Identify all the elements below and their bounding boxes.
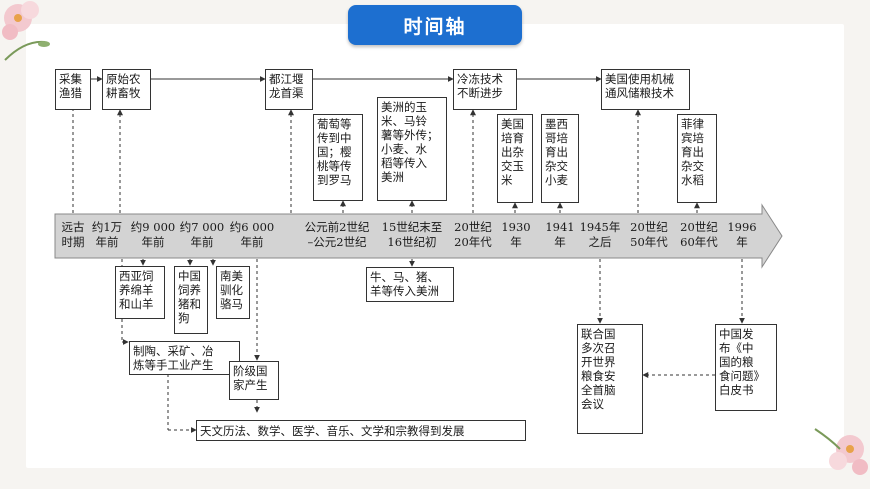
box-american-crops: 美洲的玉 米、马铃 薯等外传； 小麦、水 稻等传入 美洲 (377, 97, 447, 201)
box-south-america-llama: 南美 驯化 骆马 (216, 266, 250, 319)
box-mexico-wheat: 墨西 哥培 育出 杂交 小麦 (541, 114, 579, 203)
box-un-summits: 联合国 多次召 开世界 粮食安 全首脑 会议 (577, 324, 643, 434)
box-livestock-to-americas: 牛、马、猪、 羊等传入美洲 (366, 267, 454, 302)
axis-label-9000-years: 约9 000 年前 (130, 220, 176, 249)
axis-label-6000-years: 约6 000 年前 (229, 220, 275, 249)
box-philippines-rice: 菲律 宾培 育出 杂交 水稻 (677, 114, 717, 203)
box-dujiangyan: 都江堰 龙首渠 (265, 69, 313, 110)
axis-label-1996: 1996 年 (727, 220, 757, 249)
axis-label-1920s: 20世纪 20年代 (454, 220, 492, 249)
box-china-white-paper: 中国发 布《中 国的粮 食问题》 白皮书 (715, 324, 777, 411)
box-freezing-tech: 冷冻技术 不断进步 (453, 69, 517, 110)
box-west-asia-sheep: 西亚饲 养绵羊 和山羊 (115, 266, 165, 319)
box-primitive-farming: 原始农 耕畜牧 (102, 69, 151, 110)
axis-label-2nd-century: 公元前2世纪 –公元2世纪 (304, 220, 370, 249)
axis-label-10000-years: 约1万 年前 (91, 220, 123, 249)
axis-label-after-1945: 1945年 之后 (579, 220, 621, 249)
box-culture-development: 天文历法、数学、医学、音乐、文学和宗教得到发展 (196, 420, 526, 441)
flower-decoration-top-left (2, 1, 50, 61)
box-class-state: 阶级国 家产生 (229, 361, 279, 400)
flower-decoration-bottom-right (814, 428, 868, 475)
box-handicraft: 制陶、采矿、冶 炼等手工业产生 (129, 341, 240, 375)
axis-label-1950s: 20世纪 50年代 (630, 220, 668, 249)
box-china-pigs-dogs: 中国 饲养 猪和 狗 (174, 266, 208, 334)
axis-label-1960s: 20世纪 60年代 (680, 220, 718, 249)
box-grapes-cherries: 葡萄等 传到中 国；樱 桃等传 到罗马 (313, 114, 363, 201)
timeline-axis-arrow (54, 203, 783, 269)
box-us-hybrid-corn: 美国 培育 出杂 交玉 米 (497, 114, 533, 203)
axis-label-1930: 1930 年 (501, 220, 531, 249)
axis-label-15th-century: 15世纪末至 16世纪初 (381, 220, 443, 249)
axis-label-remote-antiquity: 远古 时期 (61, 220, 85, 249)
page-title: 时间轴 (348, 5, 522, 45)
box-us-ventilation: 美国使用机械 通风储粮技术 (601, 69, 690, 110)
axis-label-7000-years: 约7 000 年前 (179, 220, 225, 249)
axis-label-1941: 1941 年 (545, 220, 575, 249)
box-gathering-fishing: 采集 渔猎 (55, 69, 91, 110)
